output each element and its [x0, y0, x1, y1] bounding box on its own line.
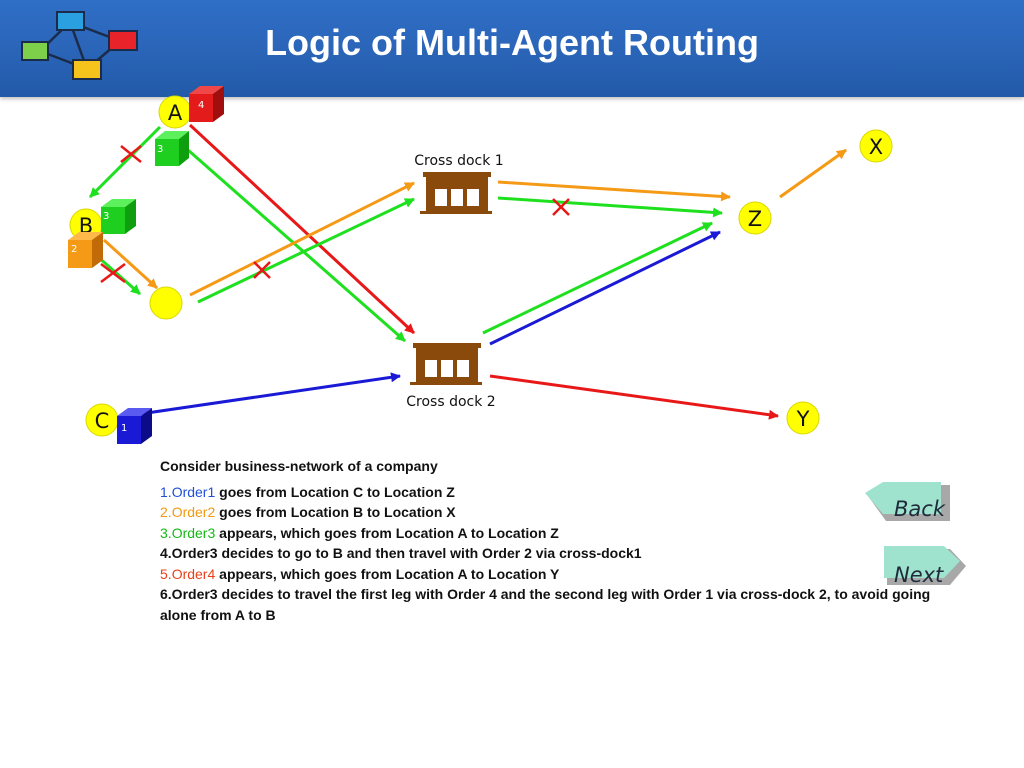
next-arrow-icon — [884, 546, 966, 585]
scenario-description: Consider business-network of a company 1… — [160, 456, 940, 625]
item-number: 5. — [160, 565, 172, 582]
arrow-order4-A-to-crossdock2 — [188, 123, 416, 335]
location-hub — [149, 286, 183, 320]
description-item-6: 6.Order3 decides to travel the first leg… — [160, 586, 931, 623]
cancel-x-icon — [253, 261, 271, 279]
description-item-4: 4.Order3 decides to go to B and then tra… — [160, 545, 642, 561]
arrow-order4-crossdock2-to-Y — [489, 374, 779, 420]
description-item-1: 1.Order1 goes from Location C to Locatio… — [160, 482, 940, 503]
back-label: Back — [894, 497, 945, 521]
location-label-C: C — [95, 409, 110, 433]
route-arrows — [88, 123, 847, 420]
description-item-3: 3.Order3 appears, which goes from Locati… — [160, 523, 940, 544]
item-number: 2. — [160, 504, 172, 520]
item-text: appears, which goes from Location A to L… — [215, 565, 560, 582]
description-item-2: 2.Order2 goes from Location B to Locatio… — [160, 502, 940, 523]
order-name: Order4 — [171, 565, 216, 582]
arrow-order2-B-to-hub — [102, 238, 159, 290]
arrow-order2-hub-to-crossdock1 — [189, 181, 415, 297]
warehouse-icon — [410, 343, 482, 385]
description-intro: Consider business-network of a company — [160, 458, 438, 474]
cancel-x-icon — [120, 145, 142, 163]
arrow-order1-C-to-crossdock2 — [139, 372, 401, 416]
location-label-Z: Z — [748, 207, 762, 231]
location-label-X: X — [869, 135, 883, 159]
header-bar: Logic of Multi-Agent Routing — [0, 0, 1024, 97]
order-name: Order3 — [171, 524, 216, 541]
arrow-order2-Z-to-X — [779, 148, 847, 199]
back-arrow-icon — [865, 482, 950, 521]
description-item-5: 5.Order4 appears, which goes from Locati… — [160, 564, 940, 585]
arrow-order3-crossdock1-to-Z — [497, 196, 723, 218]
order-box-4: 4 — [189, 86, 224, 122]
crossdock-1-label: Cross dock 1 — [414, 153, 503, 169]
item-text: appears, which goes from Location A to L… — [215, 524, 559, 541]
location-Z: Z — [738, 201, 772, 235]
item-number: 3. — [160, 524, 172, 541]
location-label-A: A — [168, 101, 183, 125]
order-box-3-at-B: 3 — [101, 199, 136, 234]
order-box-3-number: 3 — [103, 211, 109, 222]
next-label: Next — [894, 563, 944, 587]
warehouse-icon — [420, 172, 492, 214]
arrow-order2-crossdock1-to-Z — [497, 180, 731, 202]
cancel-x-icon — [100, 263, 126, 283]
arrow-order1-crossdock2-to-Z — [489, 230, 721, 346]
order-name: Order2 — [171, 504, 216, 520]
item-number: 1. — [160, 483, 172, 500]
order-box-4-number: 4 — [198, 100, 204, 111]
order-box-2-number: 2 — [71, 244, 77, 255]
cancel-x-icon — [552, 198, 570, 216]
item-text: goes from Location B to Location X — [215, 504, 456, 520]
crossdock-2: Cross dock 2 — [406, 343, 496, 410]
cancel-marks — [100, 145, 570, 283]
item-text: goes from Location C to Location Z — [215, 483, 455, 500]
order-box-3-number: 3 — [157, 144, 163, 155]
arrow-order3-A-to-crossdock2 — [187, 148, 406, 343]
back-button[interactable]: Back — [862, 480, 952, 522]
order-box-2: 2 — [68, 232, 103, 268]
network-logo-icon — [21, 11, 138, 80]
location-A: A — [158, 95, 192, 129]
arrow-order3-hub-to-crossdock1 — [197, 197, 415, 304]
crossdock-2-label: Cross dock 2 — [406, 394, 495, 410]
order-box-3-at-A: 3 — [155, 131, 189, 166]
location-Y: Y — [786, 401, 820, 435]
order-box-1-number: 1 — [121, 423, 127, 434]
location-X: X — [859, 129, 893, 163]
arrow-order3-crossdock2-to-Z — [482, 221, 713, 335]
page-title: Logic of Multi-Agent Routing — [265, 22, 759, 63]
next-button[interactable]: Next — [882, 544, 972, 587]
location-label-Y: Y — [796, 407, 810, 431]
location-C: C — [85, 403, 119, 437]
order-name: Order1 — [171, 483, 216, 500]
arrow-order3-B-to-hub — [96, 254, 141, 296]
order-box-1: 1 — [117, 408, 152, 444]
arrow-order3-A-to-B — [88, 125, 162, 199]
crossdock-1: Cross dock 1 — [414, 153, 504, 214]
